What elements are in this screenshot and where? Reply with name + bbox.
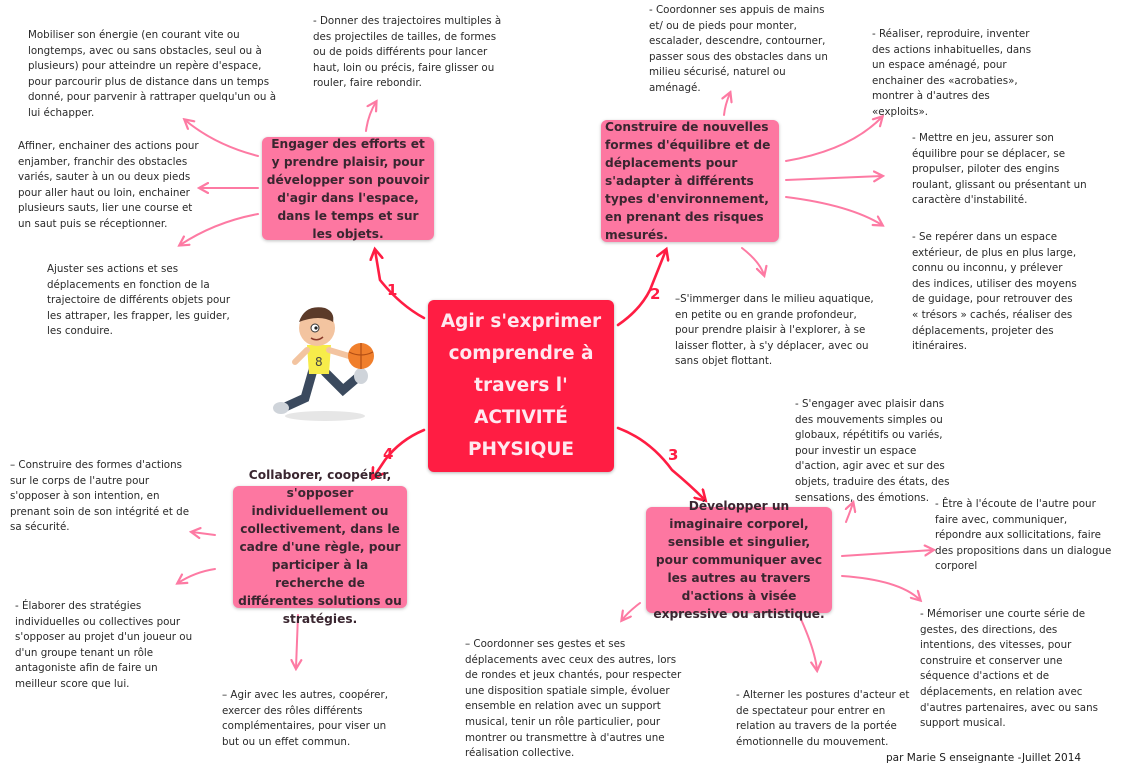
main-arrow-2 xyxy=(616,250,666,327)
branch-title: Construire de nouvelles formes d'équilib… xyxy=(605,120,771,242)
branch-node-3[interactable]: Développer un imaginaire corporel, sensi… xyxy=(646,499,832,621)
arrow-1b xyxy=(365,102,376,132)
leaf-note: - Alterner les postures d'acteur et de s… xyxy=(736,689,910,748)
main-arrows xyxy=(373,250,705,500)
svg-text:8: 8 xyxy=(315,355,323,369)
leaf-note: - Élaborer des stratégies individuelles … xyxy=(15,600,193,690)
leaf-note: Ajuster ses actions et ses déplacements … xyxy=(47,263,231,338)
arrow-3a xyxy=(846,503,853,523)
arrow-3d xyxy=(799,616,817,670)
arrow-2a xyxy=(724,93,730,116)
leaf-note: - Donner des trajectoires multiples à de… xyxy=(313,15,502,90)
leaf-note: –S'immerger dans le milieu aquatique, en… xyxy=(675,293,874,368)
arrow-2d xyxy=(785,196,882,225)
leaf-note: - Réaliser, reproduire, inventer des act… xyxy=(872,28,1032,118)
leaf-note: – Coordonner ses gestes et ses déplaceme… xyxy=(465,638,682,760)
branch-number-2: 2 xyxy=(650,285,661,303)
main-arrow-3 xyxy=(616,426,705,500)
main-arrow-4 xyxy=(373,428,426,478)
branch-node-2[interactable]: Construire de nouvelles formes d'équilib… xyxy=(601,120,779,242)
branch-node-4[interactable]: Collaborer, coopérer, s'opposer individu… xyxy=(233,468,407,626)
arrow-4b xyxy=(178,568,216,583)
leaf-note: - Mettre en jeu, assurer son équilibre p… xyxy=(912,132,1087,207)
leaf-note: - S'engager avec plaisir dans des mouvem… xyxy=(795,398,950,504)
arrow-3c xyxy=(841,575,920,600)
arrow-2b xyxy=(785,117,882,162)
center-topic[interactable]: Agir s'exprimer comprendre à travers l' … xyxy=(428,300,614,472)
arrow-2c xyxy=(785,176,882,180)
branch-title: Collaborer, coopérer, s'opposer individu… xyxy=(238,468,402,626)
arrow-1a xyxy=(185,120,259,157)
leaf-note: – Agir avec les autres, coopérer, exerce… xyxy=(222,689,388,748)
arrow-3e xyxy=(622,602,641,620)
branch-title: Engager des efforts et y prendre plaisir… xyxy=(266,136,430,241)
arrow-4a xyxy=(192,532,216,535)
branch-number-4: 4 xyxy=(383,445,394,463)
branch-arrows xyxy=(178,93,933,670)
basketball-kid-illustration: 8 xyxy=(273,307,374,421)
leaf-note: - Être à l'écoute de l'autre pour faire … xyxy=(935,498,1112,573)
leaf-note: Mobiliser son énergie (en courant vite o… xyxy=(28,29,277,119)
branch-node-1[interactable]: Engager des efforts et y prendre plaisir… xyxy=(262,136,434,241)
branch-number-1: 1 xyxy=(387,281,398,299)
arrow-3b xyxy=(841,550,933,557)
arrow-2e xyxy=(741,247,764,275)
leaf-note: – Construire des formes d'actions sur le… xyxy=(10,459,190,534)
leaf-note: - Mémoriser une courte série de gestes, … xyxy=(920,608,1098,730)
arrow-4c xyxy=(296,614,298,668)
arrow-1d xyxy=(180,213,259,245)
main-arrow-1 xyxy=(375,250,426,320)
leaf-note: Affiner, enchainer des actions pour enja… xyxy=(18,140,199,230)
branch-title: Développer un imaginaire corporel, sensi… xyxy=(653,499,825,621)
leaf-note: - Coordonner ses appuis de mains et/ ou … xyxy=(649,4,828,94)
leaf-note: - Se repérer dans un espace extérieur, d… xyxy=(912,231,1077,353)
author-credit: par Marie S enseignante -Juillet 2014 xyxy=(886,752,1082,764)
branch-number-3: 3 xyxy=(668,446,679,464)
center-title: Agir s'exprimer comprendre à travers l' … xyxy=(440,311,602,460)
